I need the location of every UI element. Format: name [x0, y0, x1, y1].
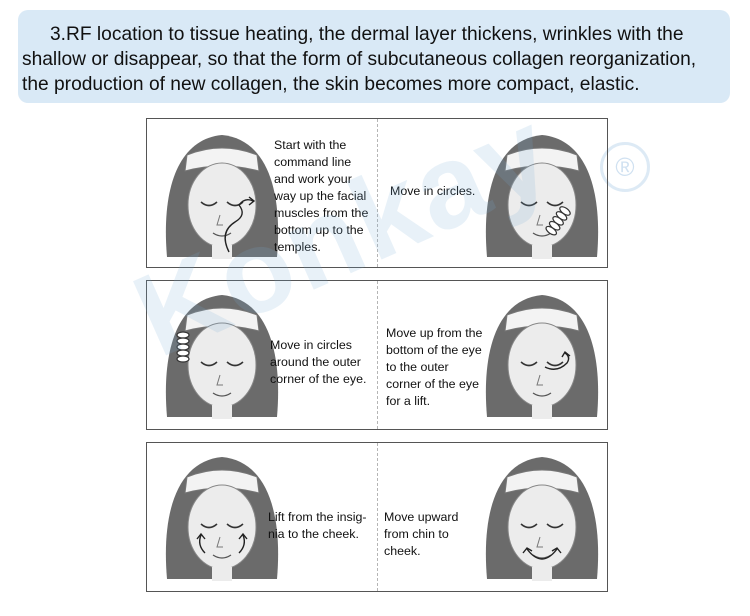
step-4-line: for a lift.: [386, 394, 431, 408]
banner-line-1: 3.RF location to tissue heating, the der…: [50, 24, 684, 45]
step-3-line: corner of the eye.: [270, 372, 367, 386]
step-2-line: Move in circles.: [390, 184, 476, 198]
instruction-panel-2: Move in circles around the outer corner …: [146, 280, 608, 430]
step-1-line: way up the facial: [274, 189, 367, 203]
step-4-line: corner of the eye: [386, 377, 479, 391]
step-3-line: around the outer: [270, 355, 361, 369]
step-1-line: Start with the: [274, 138, 347, 152]
step-5-text: Lift from the insig- nia to the cheek.: [268, 509, 366, 543]
banner-line-2: shallow or disappear, so that the form o…: [22, 49, 697, 70]
step-6-line: cheek.: [384, 544, 421, 558]
step-4-line: to the outer: [386, 360, 449, 374]
face-illustration-5: [165, 456, 279, 582]
step-6-text: Move upward from chin to cheek.: [384, 509, 458, 560]
step-1-line: and work your: [274, 172, 352, 186]
step-6-line: Move upward: [384, 510, 459, 524]
title-banner: 3.RF location to tissue heating, the der…: [18, 10, 730, 103]
step-2-text: Move in circles.: [390, 183, 475, 200]
panel-divider: [377, 443, 378, 591]
face-illustration-2: [485, 134, 599, 260]
banner-line-3: the production of new collagen, the skin…: [22, 74, 640, 95]
step-3-line: Move in circles: [270, 338, 352, 352]
face-illustration-3: [165, 294, 279, 420]
step-1-line: muscles from the: [274, 206, 369, 220]
step-5-line: nia to the cheek.: [268, 527, 359, 541]
face-illustration-1: [165, 134, 279, 260]
step-4-line: Move up from the: [386, 326, 483, 340]
step-3-text: Move in circles around the outer corner …: [270, 337, 366, 388]
instruction-panel-1: Start with the command line and work you…: [146, 118, 608, 268]
step-1-line: temples.: [274, 240, 321, 254]
face-illustration-6: [485, 456, 599, 582]
step-1-line: bottom up to the: [274, 223, 364, 237]
instruction-panel-3: Lift from the insig- nia to the cheek. M…: [146, 442, 608, 592]
panel-divider: [377, 119, 378, 267]
step-1-line: command line: [274, 155, 352, 169]
step-4-line: bottom of the eye: [386, 343, 482, 357]
face-illustration-4: [485, 294, 599, 420]
step-5-line: Lift from the insig-: [268, 510, 367, 524]
panel-divider: [377, 281, 378, 429]
step-1-text: Start with the command line and work you…: [274, 137, 368, 256]
step-6-line: from chin to: [384, 527, 449, 541]
step-4-text: Move up from the bottom of the eye to th…: [386, 325, 482, 410]
